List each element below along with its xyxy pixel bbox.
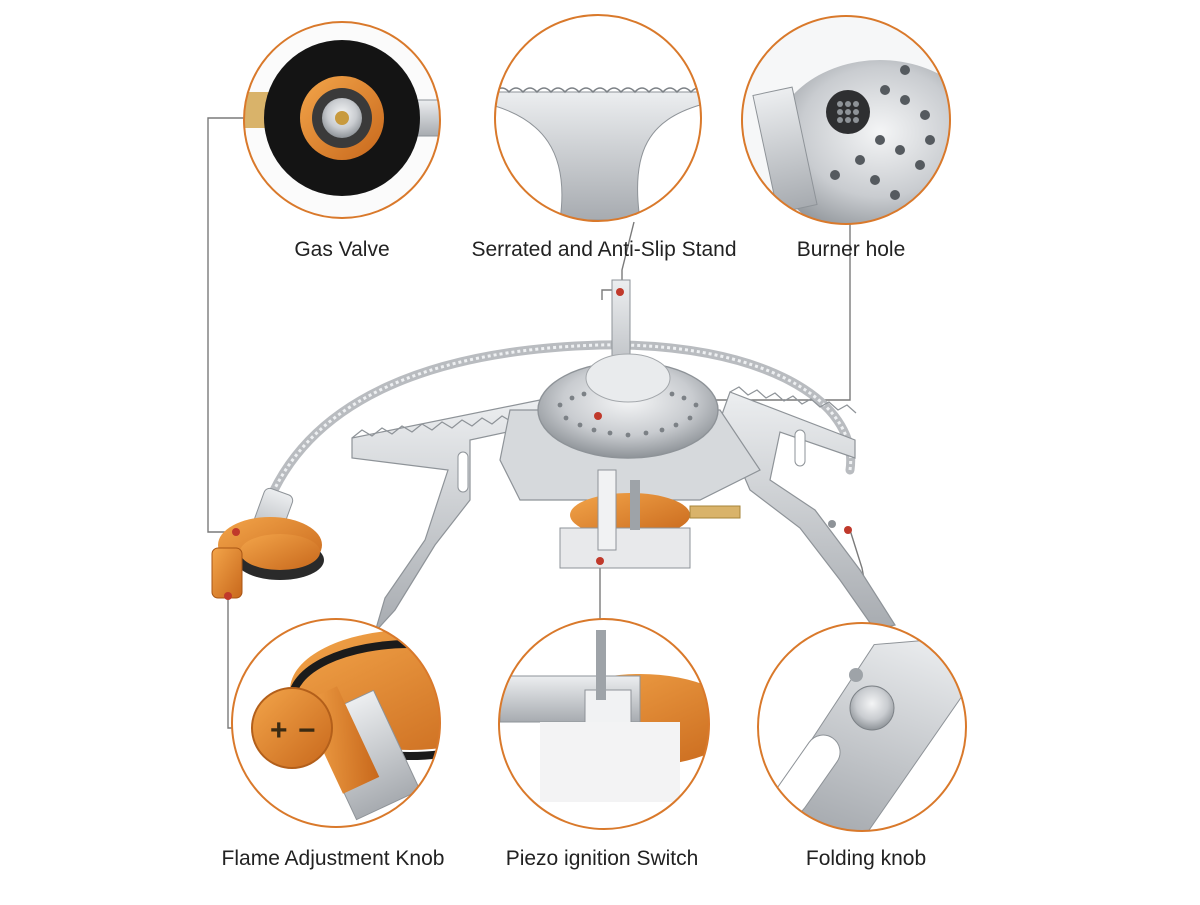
- label-piezo-switch: Piezo ignition Switch: [505, 847, 699, 870]
- label-gas-valve: Gas Valve: [294, 238, 390, 261]
- leader-lines: [207, 117, 873, 729]
- plus-glyph: +: [270, 714, 288, 747]
- leader-gas-valve: [207, 117, 244, 533]
- marker-gas-valve: [232, 528, 240, 536]
- callout-markers: [224, 288, 852, 600]
- detail-burner-hole: [741, 15, 951, 225]
- detail-folding-knob: [757, 622, 967, 832]
- label-serrated-stand: Serrated and Anti-Slip Stand: [471, 238, 737, 261]
- marker-folding-knob: [844, 526, 852, 534]
- marker-piezo: [596, 557, 604, 565]
- detail-gas-valve: [243, 21, 441, 219]
- label-flame-knob: Flame Adjustment Knob: [221, 847, 445, 870]
- burner-holes: [557, 391, 699, 438]
- knob-face: [251, 687, 333, 769]
- flame-knob-shape: [211, 547, 243, 599]
- minus-glyph: −: [298, 714, 316, 747]
- marker-burner-hole: [594, 412, 602, 420]
- detail-serrated-stand: [494, 14, 702, 222]
- detail-piezo: [498, 618, 710, 830]
- folding-knob-ball: [849, 685, 895, 731]
- right-pot-support: [719, 391, 896, 631]
- label-folding-knob: Folding knob: [805, 847, 927, 870]
- marker-serrated-stand: [616, 288, 624, 296]
- stove-illustration: [211, 279, 896, 633]
- label-burner-hole: Burner hole: [796, 238, 906, 261]
- detail-flame-knob: + −: [231, 618, 441, 828]
- marker-flame-knob: [224, 592, 232, 600]
